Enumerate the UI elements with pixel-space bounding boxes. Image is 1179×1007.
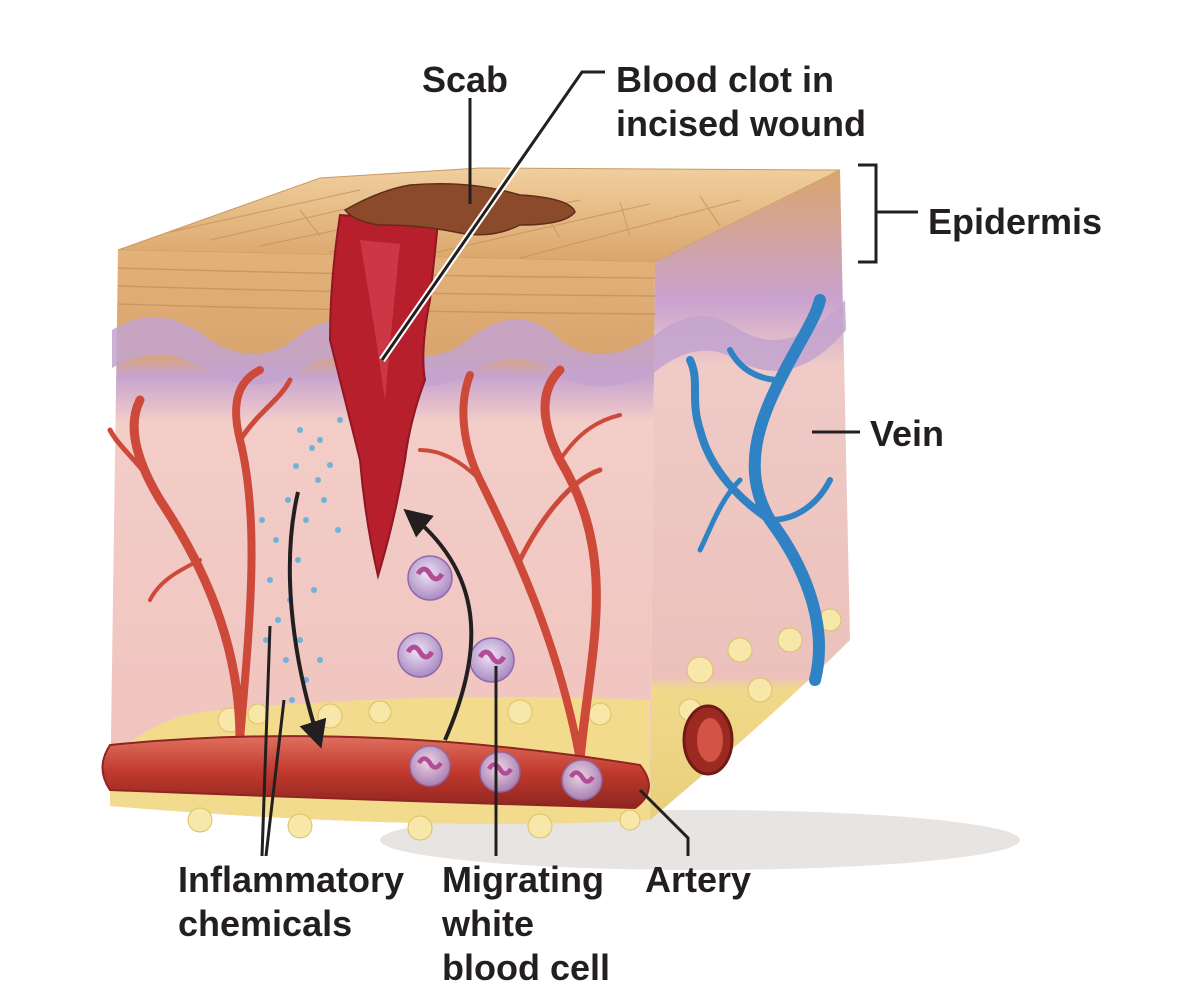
wbc-cell xyxy=(409,745,451,787)
inflammatory-leader-1 xyxy=(260,625,272,857)
leader-lines xyxy=(260,68,918,857)
artery-vessel xyxy=(101,735,650,810)
vein-vessel xyxy=(686,294,833,686)
label-migrating-wbc: Migrating white blood cell xyxy=(442,859,611,988)
inflammatory-chemical-particles xyxy=(259,417,343,703)
wbc-cell xyxy=(469,637,515,683)
label-blood-clot: Blood clot in incised wound xyxy=(616,59,867,144)
label-vein: Vein xyxy=(870,413,945,454)
label-inflammatory-chemicals: Inflammatory chemicals xyxy=(178,859,405,944)
blood-clot xyxy=(328,213,440,580)
label-epidermis: Epidermis xyxy=(928,201,1103,242)
clot-leader-dark xyxy=(380,70,605,361)
wbc-cell xyxy=(561,759,603,801)
wbc-cell xyxy=(407,555,453,601)
white-blood-cells xyxy=(397,555,603,801)
artery-leader xyxy=(638,788,690,856)
inflammatory-leader-2 xyxy=(264,699,286,857)
chemical-flow-arrow xyxy=(287,491,327,749)
wbc-cell xyxy=(397,632,443,678)
epidermis-bracket xyxy=(858,163,918,264)
label-artery: Artery xyxy=(645,859,752,900)
fat-globules xyxy=(187,608,842,841)
artery-lumen xyxy=(697,718,723,762)
arterioles xyxy=(107,365,622,765)
wbc-migration-arrow xyxy=(403,508,474,741)
clot-highlight xyxy=(360,240,400,400)
wbc-cell xyxy=(479,751,521,793)
label-scab: Scab xyxy=(422,59,509,100)
scab xyxy=(343,183,576,236)
